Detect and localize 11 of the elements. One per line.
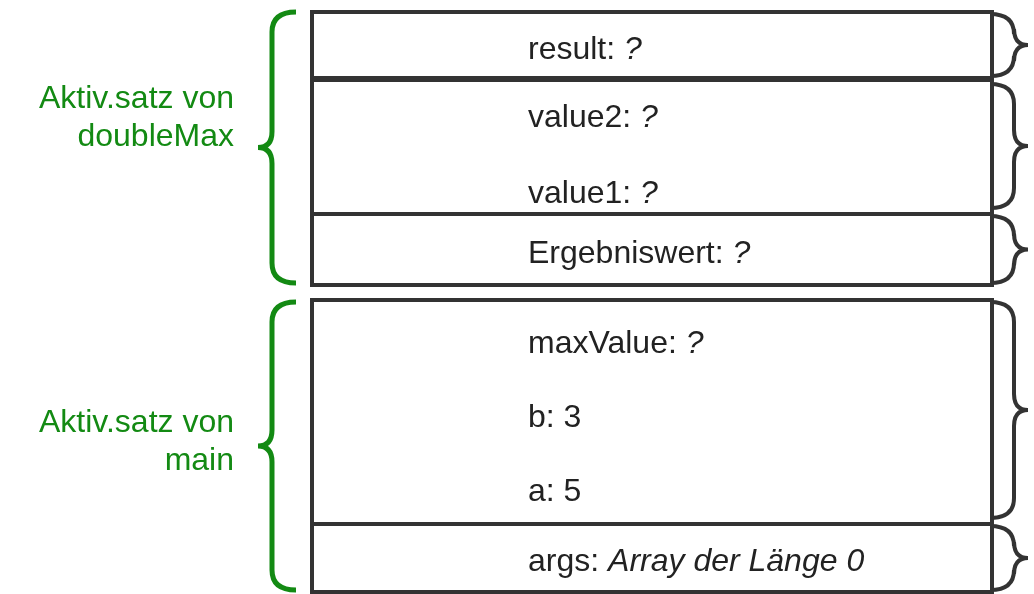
frame-label: Aktiv.satz von doubleMax bbox=[37, 78, 234, 154]
variable-text: maxValue: ? bbox=[528, 324, 704, 360]
variable-text: args: Array der Länge 0 bbox=[528, 542, 865, 578]
variable-text: Ergebniswert: ? bbox=[528, 234, 751, 270]
variable-text: value2: ? bbox=[528, 98, 658, 134]
variable-text: a: 5 bbox=[528, 472, 582, 508]
frame-label: Aktiv.satz von main bbox=[37, 402, 234, 478]
stack-frame-slot bbox=[310, 10, 994, 80]
variable-text: result: ? bbox=[528, 30, 642, 66]
variable-text: value1: ? bbox=[528, 174, 658, 210]
variable-text: b: 3 bbox=[528, 398, 582, 434]
